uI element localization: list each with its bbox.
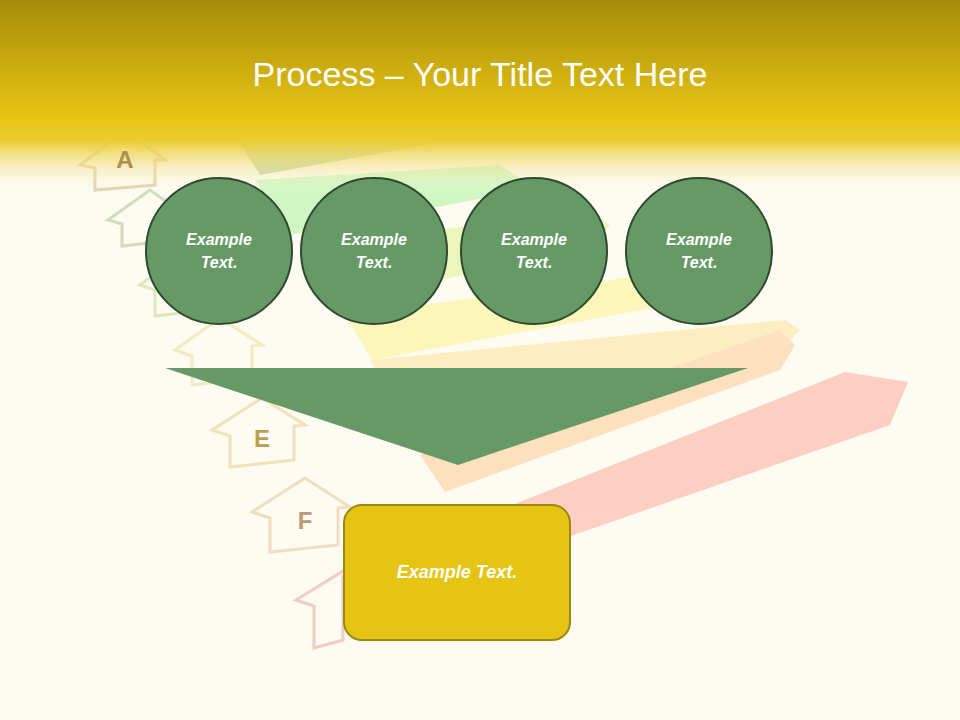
house-letter: F xyxy=(290,508,320,534)
box-shape xyxy=(344,505,570,640)
circle-shape xyxy=(626,178,772,324)
node-outline xyxy=(460,177,608,325)
result-box: Example Text. xyxy=(343,504,571,641)
node-text: Example Text. xyxy=(328,228,420,274)
node-text: Example Text. xyxy=(173,228,265,274)
node-outline xyxy=(145,177,293,325)
merge-funnel xyxy=(165,368,748,465)
process-circle: Example Text. xyxy=(460,177,608,325)
house-letter: A xyxy=(110,147,140,173)
process-circle: Example Text. xyxy=(625,177,773,325)
circle-shape xyxy=(461,178,607,324)
process-circle: Example Text. xyxy=(300,177,448,325)
node-text: Example Text. xyxy=(488,228,580,274)
node-text: Example Text. xyxy=(397,559,517,585)
house-icon xyxy=(252,478,350,552)
node-text: Example Text. xyxy=(653,228,745,274)
node-outline xyxy=(300,177,448,325)
node-outline xyxy=(625,177,773,325)
circle-shape xyxy=(301,178,447,324)
circle-shape xyxy=(146,178,292,324)
slide-title: Process – Your Title Text Here xyxy=(0,52,960,96)
house-icon xyxy=(296,570,350,648)
process-circle: Example Text. xyxy=(145,177,293,325)
header-band xyxy=(0,0,960,195)
house-letter: E xyxy=(247,426,277,452)
